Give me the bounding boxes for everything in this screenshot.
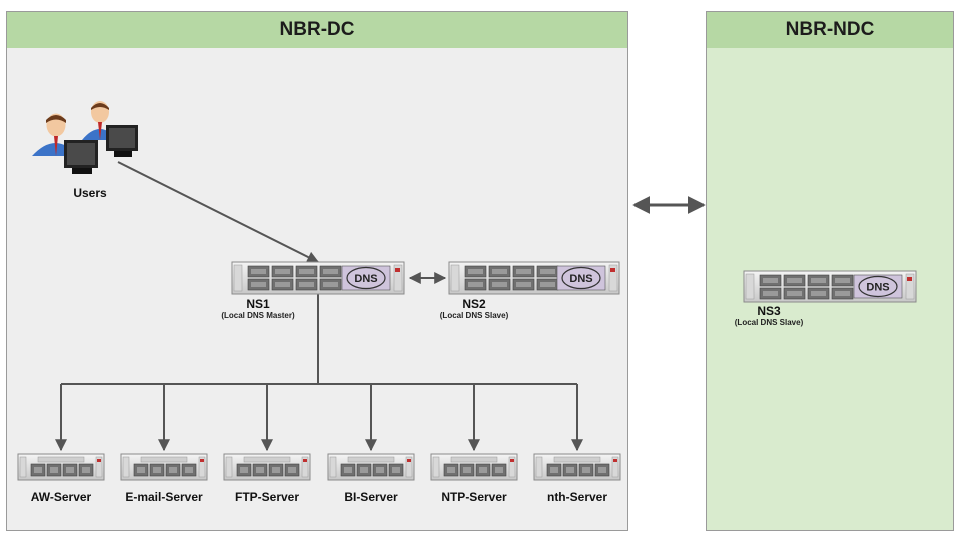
server-label-3: BI-Server [344,490,398,504]
dns-server-name-ns3: NS3 [757,304,781,318]
dns-server-role-ns1: (Local DNS Master) [221,311,295,320]
dns-badge-icon: DNS [556,265,606,291]
dns-server-ns3: DNS [743,270,917,303]
server-label-5: nth-Server [546,490,608,504]
dns-server-ns1: DNS [231,261,405,295]
dns-badge-icon: DNS [341,265,391,291]
server-rack-2 [223,453,311,481]
dns-badge-text: DNS [569,273,592,285]
server-rack-0 [17,453,105,481]
server-label-4: NTP-Server [441,490,507,504]
dns-server-name-ns2: NS2 [462,297,486,311]
dns-badge-text: DNS [354,273,377,285]
server-label-1: E-mail-Server [125,490,203,504]
nbr-ndc-title: NBR-NDC [707,12,953,48]
dns-server-role-ns2: (Local DNS Slave) [439,311,509,320]
nbr-dc-title: NBR-DC [7,12,627,48]
server-rack-1 [120,453,208,481]
server-label-0: AW-Server [30,490,92,504]
server-rack-5 [533,453,621,481]
dns-server-name-ns1: NS1 [246,297,270,311]
users-to-ns1-arrow [117,161,320,263]
server-label-2: FTP-Server [234,490,300,504]
dns-server-role-ns3: (Local DNS Slave) [734,318,804,327]
server-rack-4 [430,453,518,481]
server-rack-3 [327,453,415,481]
dns-server-ns2: DNS [448,261,620,295]
dns-badge-icon: DNS [853,274,903,299]
dns-badge-text: DNS [866,282,889,294]
users-label: Users [73,186,107,200]
connector-lines [61,161,706,385]
users-icon [32,101,138,174]
